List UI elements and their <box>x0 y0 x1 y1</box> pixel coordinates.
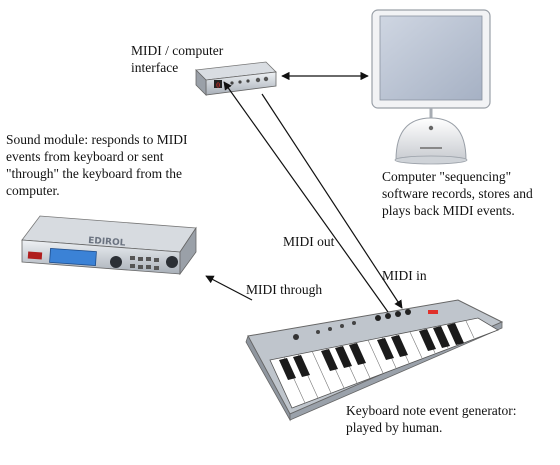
midi-through-label: MIDI through <box>246 282 323 297</box>
module-brand-logo: EDIROL <box>88 236 126 249</box>
keyboard-device <box>245 299 504 422</box>
apple-logo-icon <box>428 125 434 131</box>
keyboard-knobs <box>293 309 438 340</box>
midi-out-arrow <box>223 81 389 313</box>
module-volume-knob <box>166 256 178 268</box>
midi-in-label: MIDI in <box>382 268 427 283</box>
midi-through-arrow <box>205 275 253 301</box>
midi-interface-device: 0 <box>195 61 277 96</box>
sound-module-label: Sound module: responds to MIDI events fr… <box>6 132 188 198</box>
midi-in-arrow <box>261 93 403 309</box>
interface-display-digit: 0 <box>216 82 220 90</box>
interface-led-display <box>214 80 222 88</box>
sound-module-device: EDIROL <box>21 215 197 276</box>
module-dial-knob <box>110 256 122 268</box>
keyboard-label: Keyboard note event generator: played by… <box>346 403 517 435</box>
module-lcd-screen <box>49 247 97 267</box>
computer-device <box>371 9 491 165</box>
interface-label: MIDI / computer interface <box>131 43 224 75</box>
computer-screen <box>379 15 483 101</box>
computer-label: Computer "sequencing" software records, … <box>382 169 533 218</box>
keyboard-black-keys <box>279 323 464 380</box>
midi-out-label: MIDI out <box>283 234 335 249</box>
